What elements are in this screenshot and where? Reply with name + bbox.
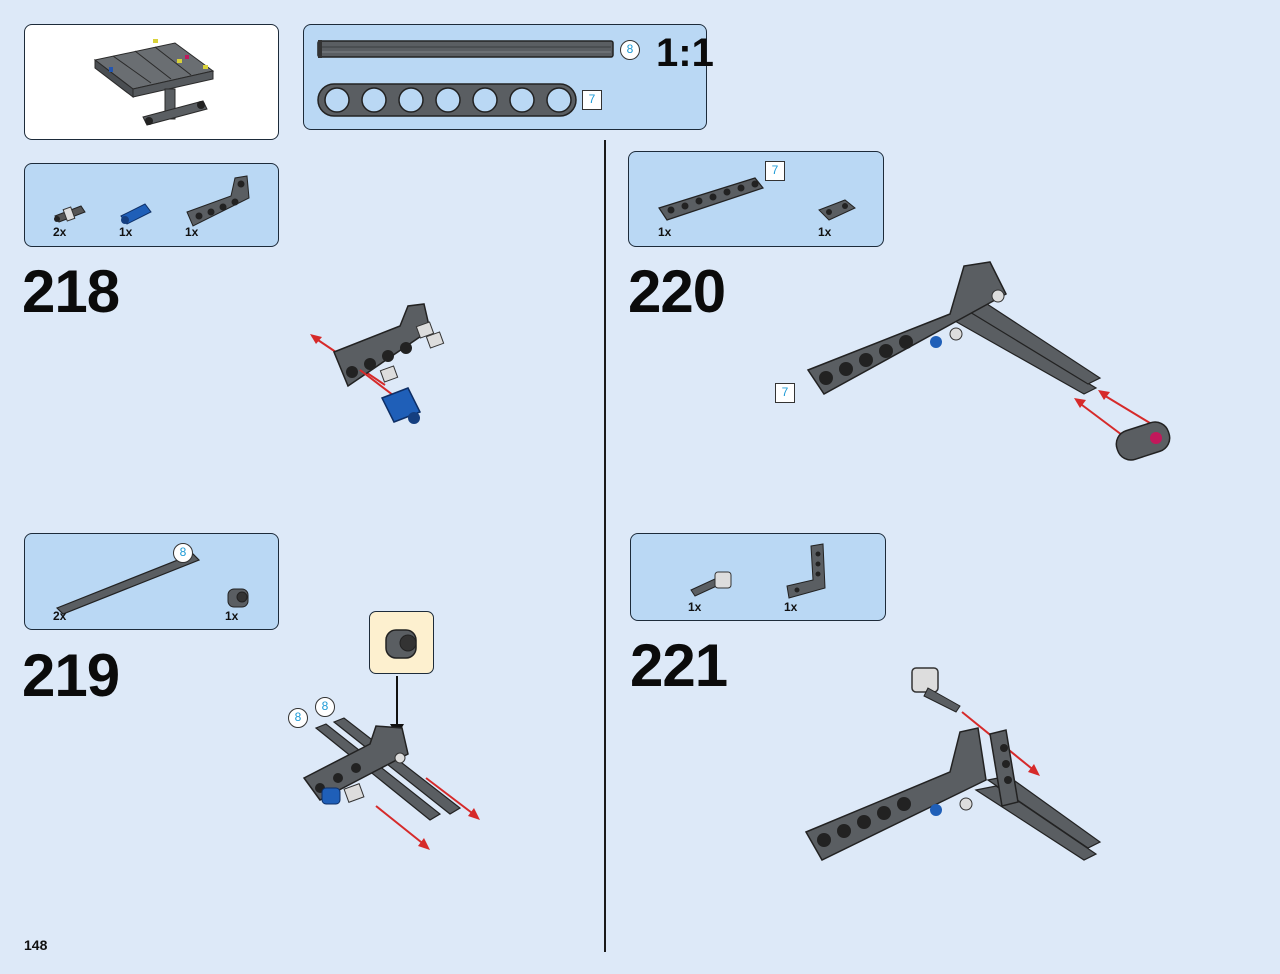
l-frame-beam-icon [786, 543, 826, 599]
axle-length-badge: 8 [288, 708, 308, 728]
axle-length-badge: 8 [620, 40, 640, 60]
subassembly-preview [24, 24, 279, 140]
part-qty: 2x [53, 225, 67, 239]
step-number-219: 219 [22, 642, 120, 709]
beam-length-badge: 7 [582, 90, 602, 110]
step-number-218: 218 [22, 258, 120, 325]
angled-beam-icon [186, 175, 250, 227]
step-219-parts-panel: 8 2x 1x [24, 533, 279, 630]
page-divider [604, 140, 606, 952]
scale-reference-box: 8 7 1:1 [303, 24, 714, 130]
straight-beam-icon [658, 177, 765, 221]
friction-pin-with-bush-icon [54, 205, 86, 223]
part-qty: 1x [658, 225, 672, 239]
step-221-parts-panel: 1x 1x [630, 533, 886, 621]
small-beam-icon [818, 199, 856, 221]
axle-length-badge: 8 [173, 543, 193, 563]
step-number-220: 220 [628, 258, 726, 325]
part-qty: 1x [185, 225, 199, 239]
axle-icon [55, 553, 201, 615]
step-219-assembly-illustration [302, 676, 480, 850]
bush-icon [385, 629, 417, 659]
part-qty: 1x [818, 225, 832, 239]
page-number: 148 [24, 937, 48, 953]
axle-length-badge: 8 [315, 697, 335, 717]
step-221-assembly-illustration [804, 667, 1102, 861]
part-qty: 1x [784, 600, 798, 614]
beam-length-badge: 7 [775, 383, 795, 403]
step-218-assembly-illustration [310, 303, 445, 424]
step-220-assembly-illustration [806, 261, 1171, 461]
axle-connector-icon [690, 571, 732, 597]
step-219-bush-callout [369, 611, 434, 674]
blue-axle-pin-icon [120, 203, 152, 225]
beam-length-badge: 7 [765, 161, 785, 181]
part-qty: 1x [225, 609, 239, 623]
part-qty: 1x [688, 600, 702, 614]
step-number-221: 221 [630, 632, 728, 699]
part-qty: 1x [119, 225, 133, 239]
bush-icon [227, 588, 249, 608]
scale-label: 1:1 [656, 31, 714, 75]
subassembly-model-icon [93, 39, 215, 126]
step-220-parts-panel: 7 1x 1x [628, 151, 884, 247]
step-218-parts-panel: 2x 1x 1x [24, 163, 279, 247]
axle-scale-icon [317, 40, 614, 117]
part-qty: 2x [53, 609, 67, 623]
